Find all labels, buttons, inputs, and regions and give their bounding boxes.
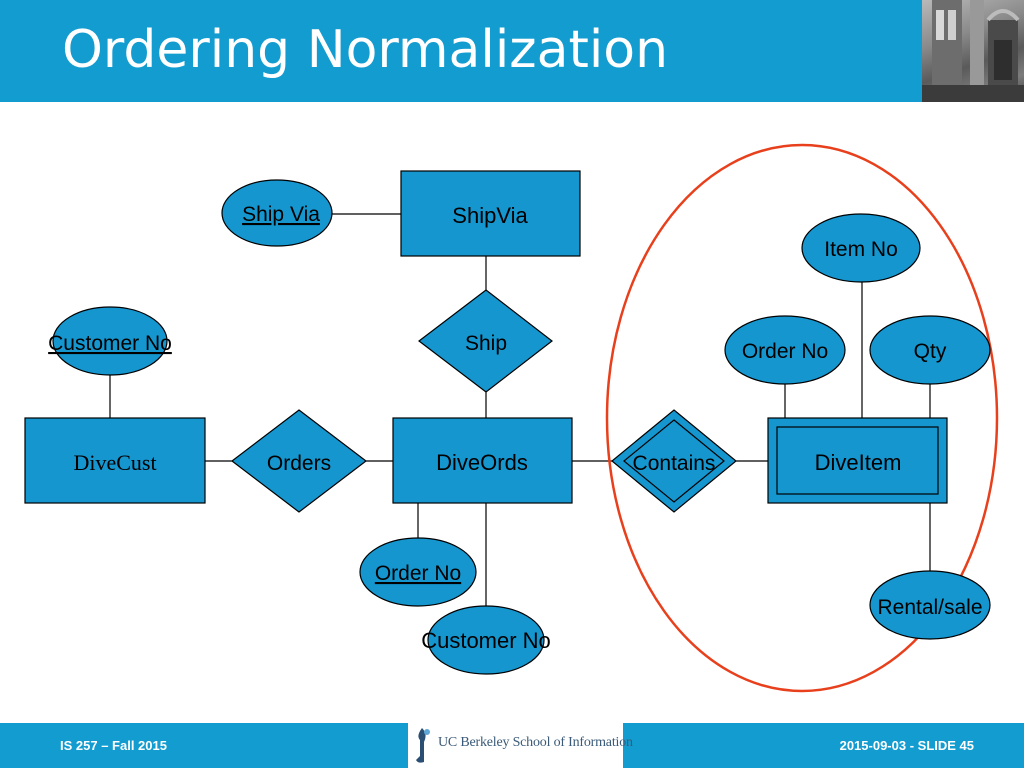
slide-header: Ordering Normalization bbox=[0, 0, 1024, 102]
building-photo-graphic bbox=[922, 0, 1024, 102]
weak-entity-diveitem: DiveItem bbox=[767, 417, 948, 504]
attribute-customer-no-divecust: Customer No bbox=[48, 306, 172, 376]
identifying-relationship-contains: Contains bbox=[611, 409, 737, 513]
entity-diveitem-label: DiveItem bbox=[815, 450, 902, 475]
attribute-order-no-diveitem: Order No bbox=[724, 315, 846, 385]
relationship-ship-label: Ship bbox=[465, 332, 507, 355]
relationship-orders: Orders bbox=[231, 409, 367, 513]
attribute-qty: Qty bbox=[869, 315, 991, 385]
footer-slide-info: 2015-09-03 - SLIDE 45 bbox=[839, 738, 974, 753]
attribute-order-no-diveitem-label: Order No bbox=[742, 340, 828, 363]
attribute-ship-via: Ship Via bbox=[221, 179, 333, 247]
slide-footer: IS 257 – Fall 2015 UC Berkeley School of… bbox=[0, 723, 1024, 768]
entity-shipvia: ShipVia bbox=[400, 170, 581, 257]
relationship-contains-label: Contains bbox=[633, 452, 716, 475]
attribute-order-no-diveords-label: Order No bbox=[375, 562, 461, 585]
entity-divecust: DiveCust bbox=[24, 417, 206, 504]
attribute-customer-no-divecust-label: Customer No bbox=[48, 332, 172, 355]
attribute-rental-sale: Rental/sale bbox=[869, 570, 991, 640]
entity-shipvia-label: ShipVia bbox=[452, 203, 528, 228]
entity-diveords-label: DiveOrds bbox=[436, 450, 528, 475]
ischool-logo: UC Berkeley School of Information bbox=[408, 723, 633, 768]
entity-divecust-label: DiveCust bbox=[73, 450, 156, 475]
attribute-rental-sale-label: Rental/sale bbox=[877, 596, 982, 619]
attribute-customer-no-diveords: Customer No bbox=[421, 605, 551, 675]
attribute-order-no-diveords: Order No bbox=[359, 537, 477, 607]
relationship-orders-label: Orders bbox=[267, 452, 331, 475]
connector-lines bbox=[109, 213, 931, 606]
attribute-ship-via-label: Ship Via bbox=[242, 203, 320, 226]
attribute-item-no: Item No bbox=[801, 213, 921, 283]
ischool-logo-icon bbox=[416, 728, 430, 763]
slide-title: Ordering Normalization bbox=[62, 20, 669, 80]
attribute-item-no-label: Item No bbox=[824, 238, 898, 261]
header-building-photo bbox=[922, 0, 1024, 102]
entity-diveords: DiveOrds bbox=[392, 417, 573, 504]
er-diagram: ShipVia DiveOrds DiveCust DiveItem Ship … bbox=[24, 143, 999, 693]
footer-course-label: IS 257 – Fall 2015 bbox=[60, 738, 167, 753]
attribute-customer-no-diveords-label: Customer No bbox=[421, 628, 551, 653]
attribute-qty-label: Qty bbox=[914, 340, 947, 363]
relationship-ship: Ship bbox=[418, 289, 553, 393]
contains-highlight-ellipse bbox=[605, 143, 999, 693]
ischool-logo-text: UC Berkeley School of Information bbox=[438, 735, 633, 750]
